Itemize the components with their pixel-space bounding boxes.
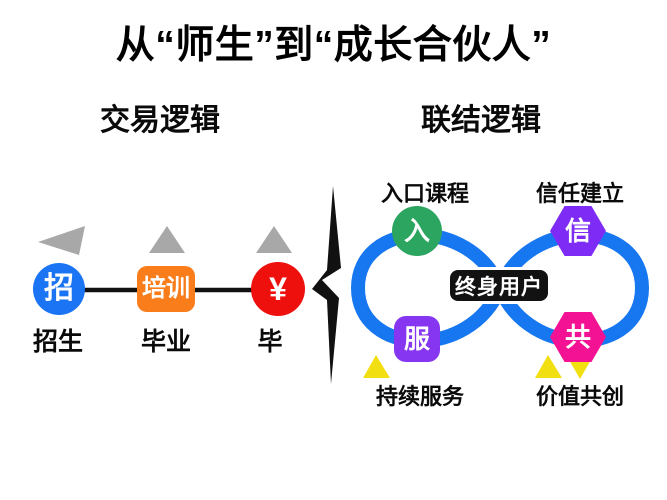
node-enroll: 招 xyxy=(33,263,85,315)
caption-fee: 毕 xyxy=(257,328,283,356)
yellow-up-marker-icon xyxy=(535,355,562,378)
yellow-up-marker-icon xyxy=(363,355,390,378)
left-arrow-icon xyxy=(38,226,85,255)
node-training: 培训 xyxy=(137,266,195,312)
caption-graduate: 毕业 xyxy=(140,328,192,356)
page-title: 从“师生”到“成长合伙人” xyxy=(115,24,552,67)
lifetime-user-badge: 终身用户 xyxy=(450,270,548,301)
label-value-cocreation: 价值共创 xyxy=(535,384,625,409)
up-arrow-icon xyxy=(149,226,185,253)
label-entry-course: 入口课程 xyxy=(380,181,470,206)
section-header-connection: 联结逻辑 xyxy=(421,104,541,137)
node-entry-course: 入 xyxy=(392,206,442,256)
label-continuous-service: 持续服务 xyxy=(375,384,465,409)
lightning-divider-icon xyxy=(312,186,341,384)
section-header-transaction: 交易逻辑 xyxy=(100,104,220,137)
node-fee: ¥ xyxy=(251,262,305,316)
label-trust-building: 信任建立 xyxy=(535,181,625,206)
node-service: 服 xyxy=(394,316,440,362)
up-arrow-icon xyxy=(256,226,292,253)
caption-enroll: 招生 xyxy=(32,328,84,356)
